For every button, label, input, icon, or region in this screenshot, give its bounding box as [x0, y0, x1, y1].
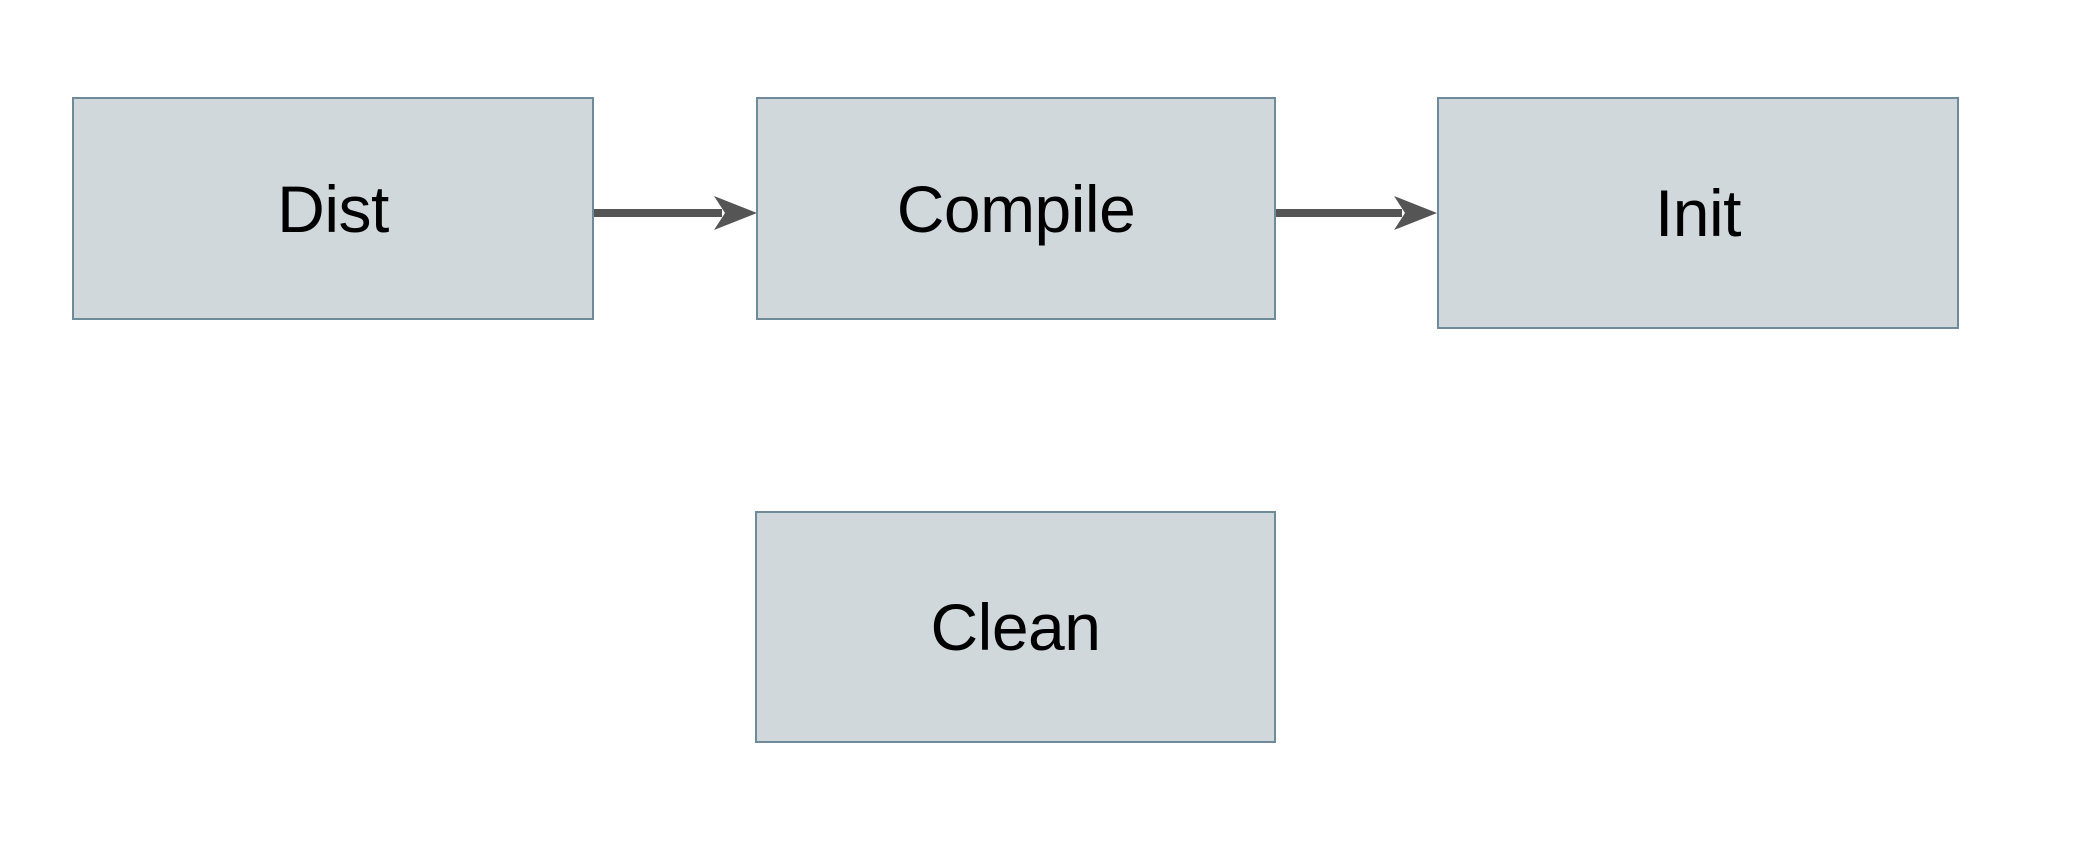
- node-compile-label: Compile: [896, 171, 1136, 246]
- node-dist-label: Dist: [277, 171, 389, 246]
- node-clean[interactable]: Clean: [755, 511, 1276, 743]
- node-clean-label: Clean: [930, 590, 1101, 664]
- arrow-right-icon: [594, 196, 757, 230]
- node-init[interactable]: Init: [1437, 97, 1959, 329]
- node-dist[interactable]: Dist: [72, 97, 594, 320]
- node-init-label: Init: [1654, 176, 1742, 250]
- arrow-right-icon: [1276, 196, 1437, 230]
- edge-compile-to-init[interactable]: [1276, 190, 1439, 236]
- edge-dist-to-compile[interactable]: [594, 190, 759, 236]
- node-compile[interactable]: Compile: [756, 97, 1276, 320]
